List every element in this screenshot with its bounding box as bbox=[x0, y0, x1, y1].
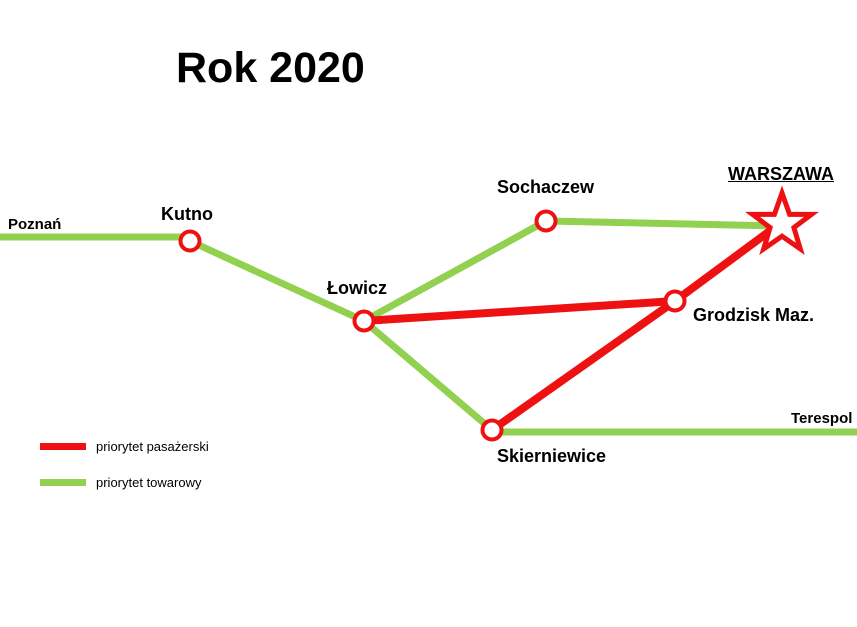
legend-label-freight: priorytet towarowy bbox=[96, 474, 202, 490]
legend-swatch-freight bbox=[40, 478, 86, 486]
legend-item-freight: priorytet towarowy bbox=[40, 472, 209, 492]
passenger-lines bbox=[360, 218, 786, 434]
line-kutno-lowicz bbox=[186, 237, 368, 325]
legend: priorytet pasażerski priorytet towarowy bbox=[40, 436, 209, 508]
station-marker-grodzisk bbox=[663, 289, 687, 313]
line-lowicz-skierniewice bbox=[360, 317, 496, 434]
line-skierniewice-grodzisk bbox=[488, 297, 679, 434]
legend-swatch-passenger bbox=[40, 442, 86, 450]
station-label-warszawa: WARSZAWA bbox=[728, 164, 834, 184]
legend-item-passenger: priorytet pasażerski bbox=[40, 436, 209, 456]
freight-lines bbox=[0, 217, 857, 436]
station-label-lowicz: Łowicz bbox=[327, 278, 388, 298]
station-marker-sochaczew bbox=[534, 209, 558, 233]
station-label-terespol: Terespol bbox=[791, 410, 853, 427]
station-label-poznan: Poznań bbox=[8, 216, 62, 233]
line-grodzisk-warszawa bbox=[671, 218, 786, 305]
station-marker-kutno bbox=[178, 229, 202, 253]
station-label-skierniewice: Skierniewice bbox=[497, 446, 607, 466]
line-lowicz-grodzisk bbox=[360, 297, 679, 325]
station-label-kutno: Kutno bbox=[161, 204, 213, 224]
page-title: Rok 2020 bbox=[176, 44, 365, 92]
stations bbox=[178, 209, 687, 442]
warszawa-star-icon bbox=[745, 185, 819, 256]
legend-label-passenger: priorytet pasażerski bbox=[96, 438, 209, 454]
line-sochaczew-warszawa bbox=[542, 217, 786, 230]
station-marker-skierniewice bbox=[480, 418, 504, 442]
station-label-grodzisk: Grodzisk Maz. bbox=[693, 305, 815, 325]
station-label-sochaczew: Sochaczew bbox=[497, 177, 595, 197]
line-lowicz-sochaczew bbox=[360, 217, 550, 325]
station-marker-lowicz bbox=[352, 309, 376, 333]
